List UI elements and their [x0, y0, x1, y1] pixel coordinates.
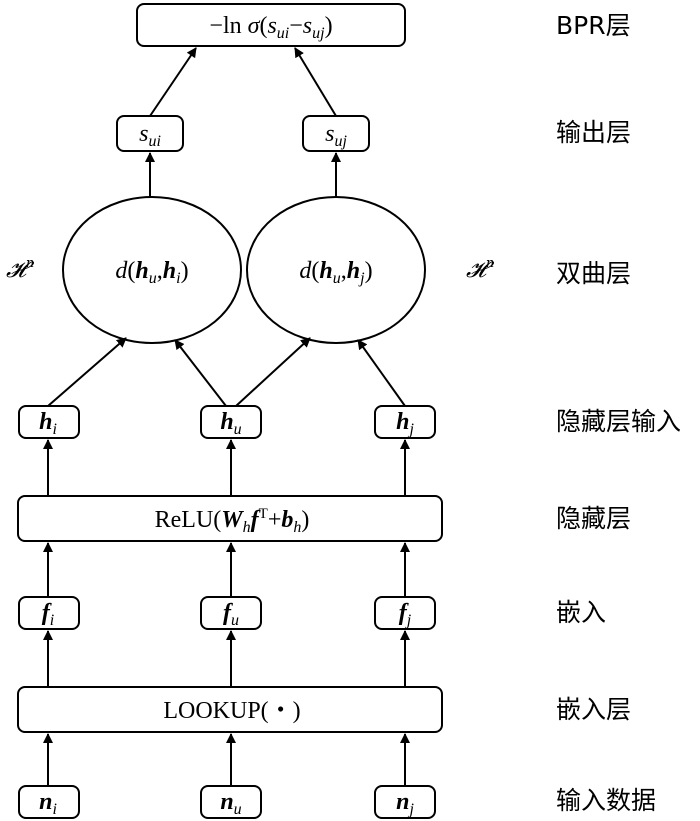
- hidden-layer-formula: ReLU(WhfT+bh): [155, 506, 310, 536]
- distance-node-ui: [62, 196, 242, 344]
- layer-label-output: 输出层: [556, 118, 631, 147]
- layer-label-embedding: 嵌入: [556, 598, 606, 627]
- output-node-sui-label: sui: [139, 121, 161, 150]
- arrow-hu-to-dist-ui: [174, 339, 227, 407]
- bpr-loss-box: [136, 3, 406, 47]
- embedding-node-fi-label: fi: [42, 600, 54, 629]
- layer-label-hyperbolic: 双曲层: [556, 259, 631, 288]
- hyperbolic-space-symbol-right: 𝓗n: [466, 256, 495, 283]
- lookup-layer-label: LOOKUP(・): [163, 698, 300, 724]
- arrow-sui-to-bpr: [149, 47, 197, 117]
- input-node-ni-label: ni: [39, 789, 57, 818]
- distance-node-ui-label: d(hu,hi): [115, 258, 188, 287]
- layer-label-hidden: 隐藏层: [556, 504, 631, 533]
- arrow-suj-to-bpr: [294, 47, 337, 117]
- input-node-nj-label: nj: [396, 789, 414, 818]
- embedding-node-fu-label: fu: [223, 600, 239, 629]
- layer-label-input: 输入数据: [556, 786, 656, 815]
- hidden-input-node-hu: [200, 405, 262, 439]
- input-node-nu-label: nu: [220, 789, 241, 818]
- hidden-input-node-hj-label: hj: [396, 409, 414, 438]
- embedding-node-fj-label: fj: [399, 600, 412, 629]
- layer-label-bpr: BPR层: [556, 11, 631, 40]
- arrow-hi-to-dist-ui: [47, 337, 127, 407]
- arrow-hu-to-dist-uj: [235, 337, 311, 407]
- hyperbolic-space-symbol-left: 𝓗n: [6, 256, 35, 283]
- bpr-loss-formula: −ln σ(sui−suj): [209, 13, 332, 42]
- distance-node-uj-label: d(hu,hj): [299, 258, 372, 287]
- hidden-input-node-hu-label: hu: [220, 409, 241, 438]
- output-node-suj-label: suj: [325, 121, 347, 150]
- layer-label-hidden-input: 隐藏层输入: [556, 407, 681, 436]
- layer-label-embedding-layer: 嵌入层: [556, 695, 631, 724]
- hidden-input-node-hi-label: hi: [39, 409, 57, 438]
- arrow-hj-to-dist-uj: [357, 339, 406, 407]
